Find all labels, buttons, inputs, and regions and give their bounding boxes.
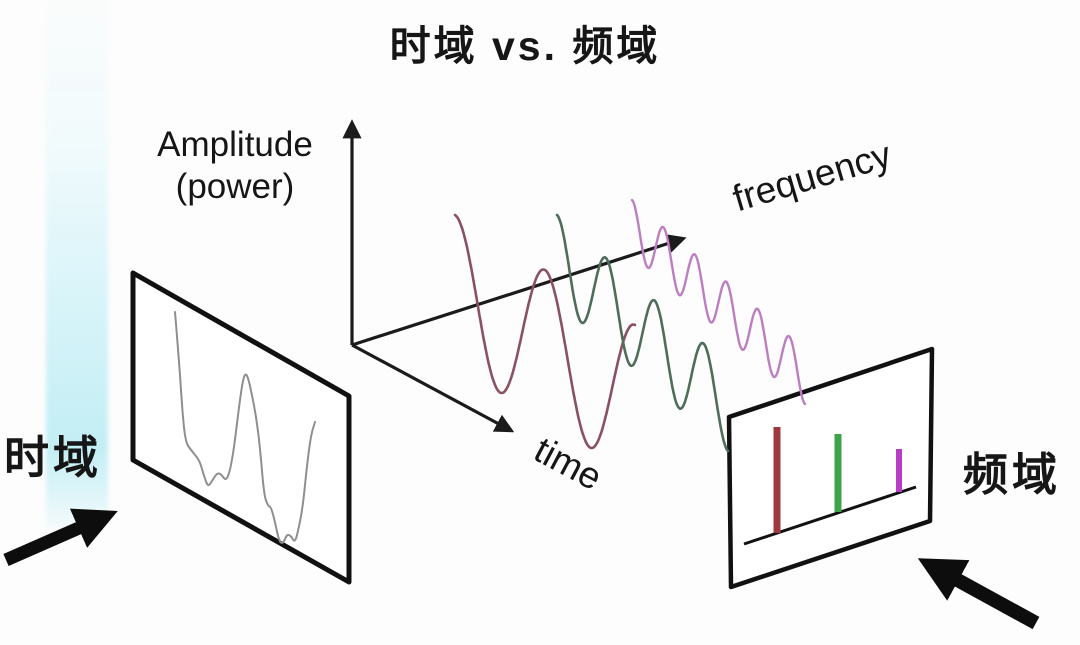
time-domain-waveform — [174, 311, 316, 544]
frequency-domain-label: 频域 — [963, 450, 1062, 500]
time-axis — [351, 343, 515, 433]
amplitude-axis-label: Amplitude (power) — [130, 124, 340, 208]
frequency-axis — [351, 234, 687, 347]
high-frequency-component — [630, 198, 807, 406]
time-domain-panel — [130, 270, 352, 585]
low-frequency-component — [453, 213, 637, 450]
page-title: 时域 vs. 频域 — [389, 23, 661, 69]
highlight-stripe — [46, 0, 108, 528]
frequency-domain-arrow — [917, 558, 1040, 630]
amplitude-axis-label-line2: (power) — [175, 167, 295, 206]
amplitude-axis-label-line1: Amplitude — [157, 125, 313, 164]
component-waves — [453, 198, 807, 453]
mid-frequency-component — [555, 213, 730, 453]
time-domain-label: 时域 — [4, 433, 103, 483]
frequency-spectrum — [743, 427, 917, 546]
time-domain-arrow — [3, 508, 118, 566]
spectrum-baseline — [743, 485, 917, 546]
